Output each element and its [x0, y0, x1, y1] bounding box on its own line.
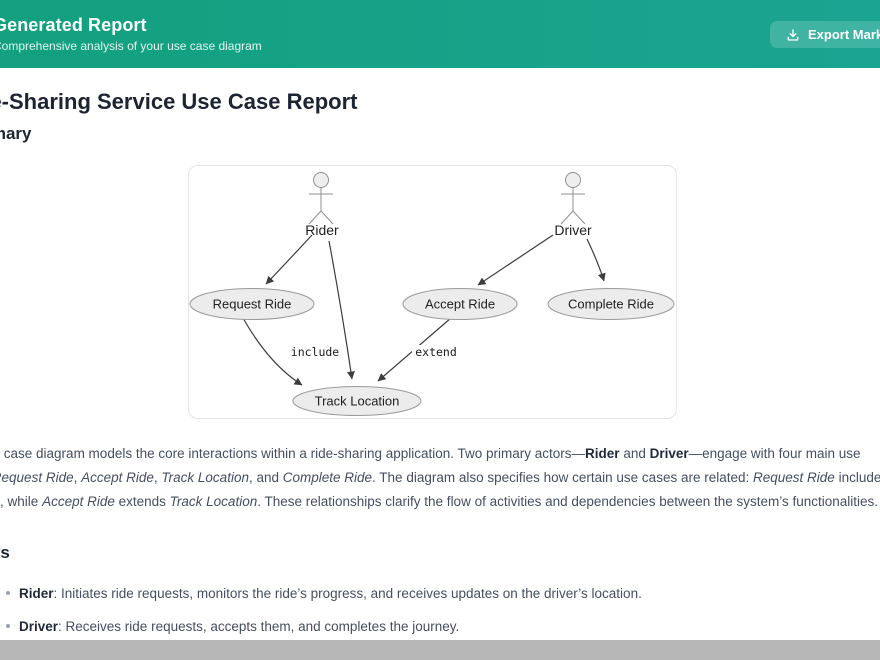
paragraph-line: Location, while Accept Ride extends Trac… [0, 494, 879, 509]
usecase-request-ride: Request Ride [189, 288, 314, 320]
svg-text:Track Location: Track Location [314, 394, 399, 409]
paragraph-line: cases: Request Ride, Accept Ride, Track … [0, 470, 880, 485]
export-button-label: Export Markdown [808, 27, 880, 42]
use-case-diagram-card: Rider Driver [187, 165, 677, 419]
actor-label-rider: Rider [305, 222, 339, 238]
report-content: Ride-Sharing Service Use Case Report Sum… [0, 88, 880, 634]
use-case-diagram: Rider Driver [189, 172, 674, 416]
actor-figure-rider: Rider [305, 172, 339, 238]
report-title: Ride-Sharing Service Use Case Report [0, 89, 358, 114]
arrow-rider-track-location [327, 240, 355, 380]
edge-label-extend: extend [415, 345, 457, 359]
svg-text:Accept Ride: Accept Ride [424, 297, 494, 312]
arrow-rider-request-ride [265, 234, 312, 285]
list-item-rider: Rider: Initiates ride requests, monitors… [6, 586, 880, 601]
list-item-text: Driver: Receives ride requests, accepts … [19, 619, 460, 634]
download-icon [787, 28, 799, 41]
app-header: Generated Report Comprehensive analysis … [0, 0, 880, 68]
app-title: Generated Report [0, 15, 147, 35]
arrow-driver-accept-ride [477, 234, 553, 286]
paragraph-line: This use case diagram models the core in… [0, 446, 861, 461]
usecase-accept-ride: Accept Ride [402, 288, 517, 320]
usecase-complete-ride: Complete Ride [547, 288, 674, 320]
actors-list: Rider: Initiates ride requests, monitors… [0, 586, 880, 634]
list-item-driver: Driver: Receives ride requests, accepts … [6, 619, 880, 634]
export-markdown-button[interactable]: Export Markdown [770, 21, 880, 48]
actor-figure-driver: Driver [554, 172, 592, 238]
header-text: Generated Report Comprehensive analysis … [0, 14, 262, 54]
arrow-include [241, 317, 302, 386]
list-item-text: Rider: Initiates ride requests, monitors… [19, 586, 642, 601]
svg-text:Complete Ride: Complete Ride [568, 297, 654, 312]
svg-text:Request Ride: Request Ride [212, 297, 291, 312]
summary-paragraph: This use case diagram models the core in… [0, 442, 880, 514]
edge-label-include: include [290, 345, 339, 359]
bullet-dot [6, 624, 10, 628]
actors-heading: Actors [0, 543, 10, 562]
summary-heading: Summary [0, 124, 32, 143]
horizontal-scrollbar[interactable] [0, 640, 880, 660]
actor-label-driver: Driver [554, 222, 592, 238]
diagram-card-wrap: Rider Driver [0, 165, 880, 419]
usecase-track-location: Track Location [292, 386, 421, 416]
arrow-driver-complete-ride [585, 238, 606, 282]
bullet-dot [6, 591, 10, 595]
app-subtitle: Comprehensive analysis of your use case … [0, 39, 262, 53]
